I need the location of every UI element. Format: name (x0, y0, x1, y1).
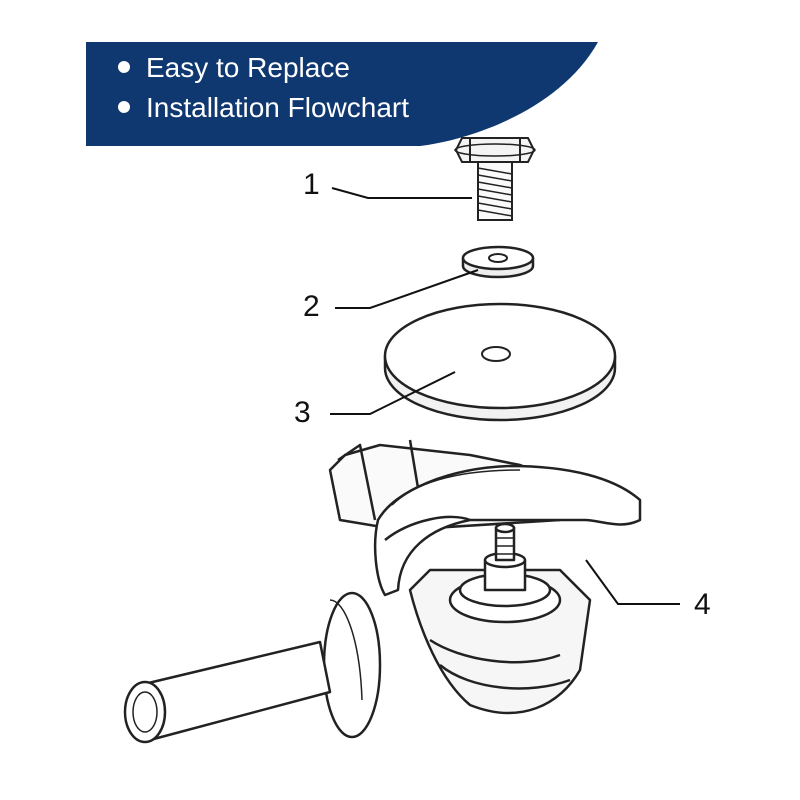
banner-item-installation-flowchart: Installation Flowchart (118, 92, 409, 124)
callout-2: 2 (303, 290, 320, 323)
callout-3: 3 (294, 396, 311, 429)
side-handle (123, 591, 382, 744)
flange-bolt (454, 137, 536, 221)
bullet-icon (118, 100, 130, 113)
disc (383, 302, 617, 422)
title-banner (86, 42, 598, 146)
washer (461, 245, 535, 279)
bullet-icon (118, 60, 130, 73)
callout-1: 1 (303, 168, 320, 201)
callout-4: 4 (694, 588, 711, 621)
banner-item-label: Easy to Replace (146, 52, 350, 83)
banner-item-label: Installation Flowchart (146, 92, 410, 123)
leader-line-2 (335, 269, 479, 309)
leader-line-3 (330, 371, 456, 415)
angle-grinder (123, 439, 642, 744)
wheel-guard (373, 464, 642, 597)
leader-line-4 (585, 559, 680, 605)
leader-line-1 (331, 187, 472, 199)
banner-item-easy-to-replace: Easy to Replace (118, 52, 350, 84)
title-banner-shape (86, 42, 598, 146)
leader-lines (330, 187, 680, 605)
